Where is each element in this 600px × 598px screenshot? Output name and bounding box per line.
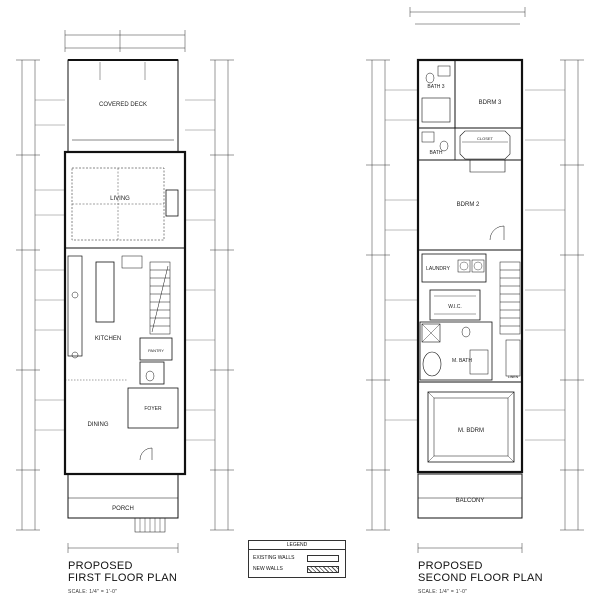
legend-new-walls-label: NEW WALLS (253, 566, 283, 572)
room-label-closet: CLOSET (477, 136, 494, 141)
room-label-bdrm-3: BDRM 3 (479, 100, 502, 106)
legend-existing-walls-swatch (307, 555, 339, 562)
room-label-master-bedroom: M. BDRM (458, 428, 484, 434)
room-label-laundry: LAUNDRY (426, 266, 450, 272)
room-label-dining: DINING (88, 422, 109, 428)
second-floor-title: PROPOSED SECOND FLOOR PLAN SCALE: 1/4" =… (418, 560, 543, 598)
room-label-master-bath: M. BATH (452, 358, 472, 364)
room-label-porch: PORCH (112, 506, 134, 512)
master-bedroom-tray-ceiling (427, 391, 515, 463)
second-floor-title-line2: SECOND FLOOR PLAN (418, 572, 543, 584)
legend-existing-walls-label: EXISTING WALLS (253, 555, 295, 561)
second-floor-title-line1: PROPOSED (418, 560, 483, 572)
fireplace (165, 189, 179, 217)
room-label-bath-3: BATH 3 (427, 84, 444, 90)
second-floor-stair (499, 261, 521, 335)
legend-box: LEGEND EXISTING WALLS NEW WALLS (248, 540, 346, 578)
room-label-linen: LINEN (508, 375, 519, 379)
second-floor-dimension-lines (366, 7, 584, 553)
room-label-bdrm-2: BDRM 2 (457, 202, 480, 208)
first-floor-stair (149, 261, 171, 335)
first-floor-dimension-lines (16, 30, 234, 553)
kitchen-island (95, 261, 115, 323)
room-label-living: LIVING (110, 196, 130, 202)
room-label-pantry: PANTRY (148, 348, 164, 353)
first-floor-plan (16, 30, 234, 553)
first-floor-title-line1: PROPOSED (68, 560, 133, 572)
first-floor-scale: SCALE: 1/4" = 1'-0" (68, 589, 118, 595)
legend-new-walls-swatch (307, 566, 339, 573)
first-floor-title-line2: FIRST FLOOR PLAN (68, 572, 178, 584)
first-floor-title: PROPOSED FIRST FLOOR PLAN SCALE: 1/4" = … (68, 560, 177, 598)
balcony-outline (417, 473, 523, 519)
room-label-kitchen: KITCHEN (95, 336, 121, 342)
room-label-covered-deck: COVERED DECK (99, 102, 147, 108)
second-floor-scale: SCALE: 1/4" = 1'-0" (418, 589, 468, 595)
room-label-bath: BATH (430, 150, 443, 156)
second-floor-plan (366, 7, 584, 553)
legend-title: LEGEND (249, 542, 345, 550)
room-label-wic: W.I.C. (448, 304, 462, 310)
room-label-balcony: BALCONY (456, 498, 485, 504)
second-floor-exterior-walls (416, 58, 524, 474)
room-label-foyer: FOYER (144, 406, 162, 412)
porch-outline (67, 473, 179, 519)
